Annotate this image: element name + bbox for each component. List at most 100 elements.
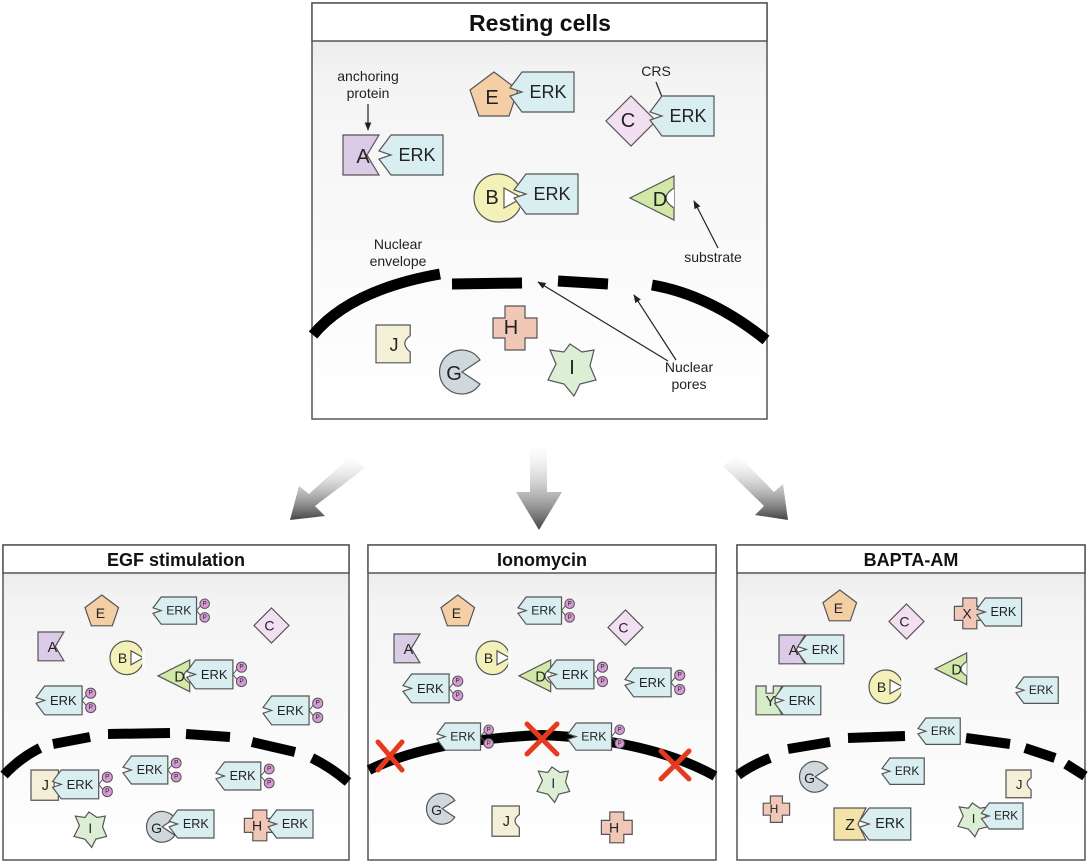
bapta-erk-right: ERK (1015, 676, 1059, 704)
bapta-e-label: E (834, 600, 843, 616)
iono-erk-env2-body-phospho-2: P (611, 736, 625, 749)
iono-erk-env1-body-label: ERK (450, 730, 476, 744)
bapta-z-erk-erk-label: ERK (875, 816, 905, 832)
resting-c-erk-label: C (621, 110, 635, 132)
bapta-i-erk-erk: ERK (980, 802, 1024, 830)
egf-d-erk-erk-label: ERK (201, 667, 228, 682)
egf-erk-nuc1-body-phospho-label: P (174, 774, 178, 781)
bapta-j-label: J (1016, 777, 1023, 792)
egf-erk-nuc2-body-phospho-1: P (260, 763, 275, 777)
resting-a-erk-erk-label: ERK (398, 145, 435, 165)
iono-erk-env2-body-phospho-label: P (618, 726, 622, 733)
resting-b-erk-label: B (485, 187, 498, 209)
egf-d-erk-erk-phospho-2: P (232, 674, 248, 688)
egf-d-erk-erk: ERK PP (185, 659, 248, 690)
egf-erk-top-body-phospho-label: P (203, 600, 207, 607)
egf-erk-right-body: ERK PP (262, 695, 324, 726)
iono-h-label: H (609, 819, 619, 835)
arrow-to-bapta (723, 454, 788, 520)
nuclear-pores-label-line1: Nuclear (665, 359, 714, 375)
egf-h-erk-erk-label: ERK (282, 817, 308, 831)
iono-erk-left-body-phospho-2: P (448, 688, 464, 702)
bapta-h: H (762, 795, 791, 823)
bapta-y-erk-erk-label: ERK (789, 693, 816, 708)
iono-erk-env2-body-phospho-1: P (611, 724, 625, 737)
iono-erk-left-body-phospho-label: P (456, 678, 460, 685)
egf-d-erk-erk-phospho-label: P (239, 678, 243, 685)
iono-c: C (607, 609, 644, 646)
egf-g-erk-erk: ERK (168, 809, 215, 839)
egf-erk-right-body-phospho-label: P (316, 700, 320, 707)
iono-e: E (440, 594, 476, 627)
bapta-a-erk: A ERK (778, 634, 845, 665)
egf-erk-nuc2-body-phospho-label: P (267, 766, 271, 773)
egf-erk-right-body-label: ERK (277, 703, 304, 718)
egf-d-erk-erk-phospho-1: P (232, 661, 248, 675)
egf-erk-nuc1-body-label: ERK (137, 763, 163, 777)
egf-erk-right-body-phospho-2: P (308, 710, 324, 724)
resting-a-erk: A ERK (342, 134, 444, 176)
bapta-h-label: H (770, 802, 779, 816)
egf-e-label: E (96, 605, 105, 621)
iono-i: I (536, 766, 571, 804)
resting-a-erk-label: A (356, 146, 370, 168)
iono-c-label: C (618, 620, 628, 636)
iono-erk-env2-body-label: ERK (581, 730, 607, 744)
bapta-x-erk-erk: ERK (975, 597, 1023, 627)
bapta-a-erk-label: A (789, 643, 799, 659)
iono-g-label: G (431, 802, 442, 818)
iono-erk-right-body-phospho-label: P (678, 672, 682, 679)
egf-j-erk-erk-phospho-2: P (98, 784, 113, 798)
egf-i: I (73, 811, 108, 849)
ionomycin-nuclear-envelope (366, 729, 718, 781)
resting-i: I (547, 343, 597, 398)
bapta-z-erk-erk: ERK (858, 807, 912, 841)
resting-b-erk-erk: ERK (513, 173, 579, 215)
egf-j-erk-label: J (42, 778, 49, 794)
resting-a-erk-erk: ERK (378, 134, 444, 176)
iono-d-erk-erk-label: ERK (562, 667, 589, 682)
resting-h: H (492, 305, 538, 351)
bapta-y-erk-label: Y (766, 694, 776, 710)
iono-erk-left-body-phospho-label: P (456, 692, 460, 699)
iono-b: B (475, 640, 511, 676)
bapta-d-label: D (951, 662, 961, 678)
resting-j: J (375, 324, 411, 364)
bapta-erk-pore: ERK (917, 717, 961, 745)
iono-erk-env1-body-phospho-2: P (480, 736, 494, 749)
egf-j-erk-erk-phospho-1: P (98, 771, 113, 785)
bapta-g: G (798, 760, 829, 793)
egf-j-erk: J ERK PP (30, 769, 113, 801)
iono-erk-top-body-phospho-label: P (568, 614, 572, 621)
bapta-y-erk: Y ERK (755, 685, 822, 716)
bapta-a-erk-erk-label: ERK (812, 642, 839, 657)
crs-label: CRS (641, 63, 671, 79)
egf-nuclear-envelope (0, 728, 352, 786)
resting-e-erk-erk-label: ERK (529, 82, 566, 102)
iono-d-erk-erk-phospho-2: P (593, 674, 609, 688)
egf-erk-nuc2-body-phospho-label: P (267, 780, 271, 787)
nuclear-envelope-label-line1: Nuclear (374, 236, 423, 252)
iono-e-label: E (452, 605, 461, 621)
resting-j-label: J (390, 335, 399, 355)
resting-d-substrate: D (628, 175, 675, 221)
bapta-e: E (822, 589, 858, 622)
iono-erk-left-body-phospho-1: P (448, 675, 464, 689)
egf-j-erk-erk-phospho-label: P (105, 788, 109, 795)
bapta-erk-pore-body-label: ERK (931, 724, 955, 738)
egf-erk-left-body-phospho-2: P (81, 700, 97, 714)
bapta-d: D (933, 652, 968, 686)
egf-j-erk-erk-label: ERK (67, 777, 94, 792)
bapta-i-erk-erk-label: ERK (994, 810, 1018, 823)
egf-erk-left-body-phospho-label: P (89, 690, 93, 697)
egf-h-erk-erk: ERK (267, 809, 314, 839)
